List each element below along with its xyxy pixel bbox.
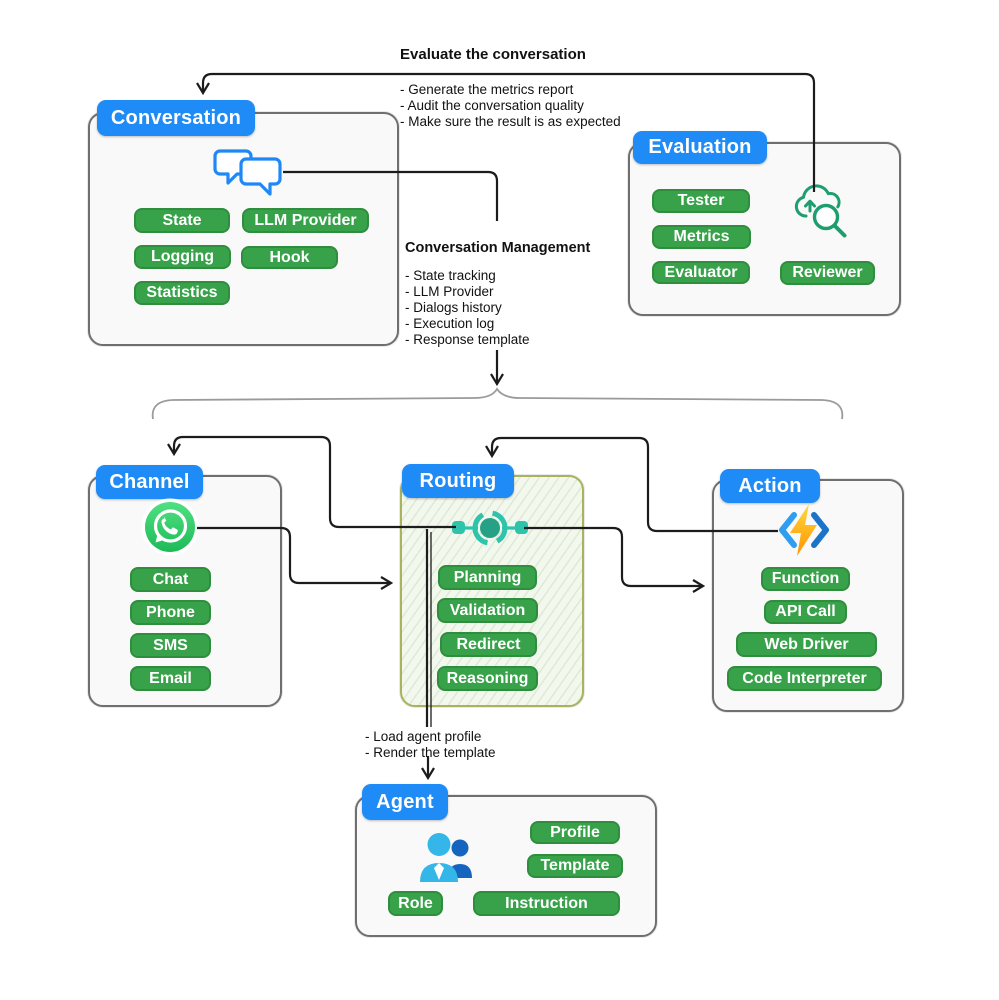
conversation-management-line: - State tracking xyxy=(405,268,496,283)
action-header: Action xyxy=(720,469,820,503)
pill-validation: Validation xyxy=(437,598,538,623)
agent-annotation-line: - Load agent profile xyxy=(365,729,482,744)
conversation-management-line: - Response template xyxy=(405,332,530,347)
agent-header: Agent xyxy=(362,784,448,820)
pill-sms: SMS xyxy=(130,633,211,658)
pill-statistics: Statistics xyxy=(134,281,230,305)
conversation-management-line: - LLM Provider xyxy=(405,284,494,299)
pill-function: Function xyxy=(761,567,850,591)
top-annotation-line: - Audit the conversation quality xyxy=(400,98,584,113)
pill-logging: Logging xyxy=(134,245,231,269)
pill-state: State xyxy=(134,208,230,233)
pill-metrics: Metrics xyxy=(652,225,751,249)
conversation-header: Conversation xyxy=(97,100,255,136)
top-annotation: Evaluate the conversation - Generate the… xyxy=(400,46,621,130)
whatsapp-icon xyxy=(141,498,199,561)
top-annotation-line: - Generate the metrics report xyxy=(400,82,574,97)
distribution-brace xyxy=(151,387,844,420)
load-balancer-icon xyxy=(448,504,532,557)
conversation-management-line: - Dialogs history xyxy=(405,300,502,315)
channel-header: Channel xyxy=(96,465,203,499)
pill-role: Role xyxy=(388,891,443,916)
chat-bubbles-icon xyxy=(212,146,288,207)
pill-hook: Hook xyxy=(241,246,338,269)
pill-instruction: Instruction xyxy=(473,891,620,916)
conversation-management-annotation: Conversation Management - State tracking… xyxy=(405,240,590,348)
pill-code-interpreter: Code Interpreter xyxy=(727,666,882,691)
users-icon xyxy=(412,828,480,895)
pill-profile: Profile xyxy=(530,821,620,844)
azure-function-icon xyxy=(773,504,835,561)
pill-tester: Tester xyxy=(652,189,750,213)
pill-template: Template xyxy=(527,854,623,878)
pill-phone: Phone xyxy=(130,600,211,625)
pill-llm-provider: LLM Provider xyxy=(242,208,369,233)
top-annotation-title: Evaluate the conversation xyxy=(400,46,586,63)
agent-annotation-line: - Render the template xyxy=(365,745,496,760)
conversation-management-line: - Execution log xyxy=(405,316,495,331)
conversation-management-title: Conversation Management xyxy=(405,240,591,256)
cloud-search-icon xyxy=(788,182,852,249)
pill-reviewer: Reviewer xyxy=(780,261,875,285)
routing-header: Routing xyxy=(402,464,514,498)
pill-web-driver: Web Driver xyxy=(736,632,877,657)
pill-api-call: API Call xyxy=(764,600,847,624)
pill-reasoning: Reasoning xyxy=(437,666,538,691)
evaluation-header: Evaluation xyxy=(633,131,767,164)
top-annotation-line: - Make sure the result is as expected xyxy=(400,114,621,129)
pill-evaluator: Evaluator xyxy=(652,261,750,284)
pill-email: Email xyxy=(130,666,211,691)
agent-annotation: - Load agent profile - Render the templa… xyxy=(365,729,496,761)
pill-planning: Planning xyxy=(438,565,537,590)
pill-chat: Chat xyxy=(130,567,211,592)
pill-redirect: Redirect xyxy=(440,632,537,657)
